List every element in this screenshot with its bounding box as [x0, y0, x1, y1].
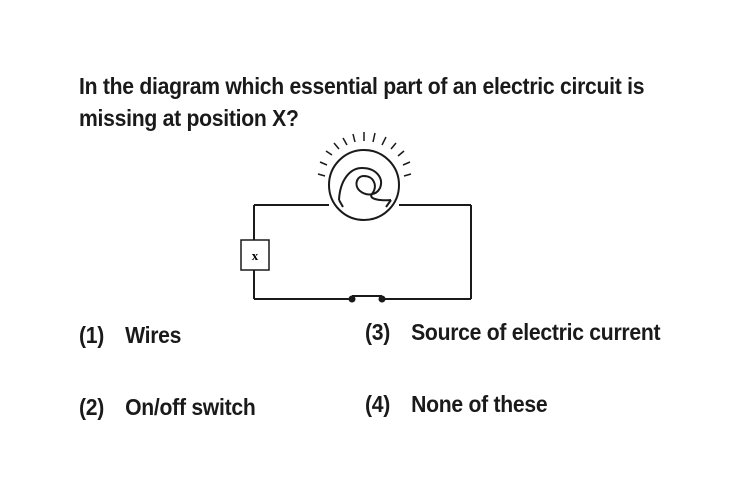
light-rays	[317, 132, 412, 177]
option-4-text: None of these	[411, 391, 548, 417]
option-1[interactable]: (1) Wires	[79, 322, 181, 349]
bulb	[328, 149, 400, 221]
question-line-2: missing at position X?	[79, 105, 299, 131]
option-1-number: (1)	[79, 322, 105, 348]
bulb-filament	[338, 166, 392, 202]
switch-terminal-left	[348, 295, 356, 303]
question-text: In the diagram which essential part of a…	[79, 70, 668, 134]
box-x-frame	[240, 239, 270, 271]
option-4-number: (4)	[365, 391, 391, 417]
option-3-number: (3)	[365, 319, 391, 345]
switch	[348, 295, 386, 303]
box-x: x	[240, 239, 270, 271]
bulb-base	[338, 199, 392, 208]
option-1-text: Wires	[125, 322, 182, 348]
bulb-glass	[328, 149, 400, 221]
option-2-number: (2)	[79, 394, 105, 420]
option-3-text: Source of electric current	[411, 319, 661, 345]
box-x-label: x	[252, 248, 259, 263]
option-2[interactable]: (2) On/off switch	[79, 394, 256, 421]
option-4[interactable]: (4) None of these	[365, 391, 548, 418]
option-2-text: On/off switch	[125, 394, 256, 420]
circuit-wires	[253, 204, 472, 300]
option-3[interactable]: (3) Source of electric current	[365, 319, 661, 346]
question-line-1: In the diagram which essential part of a…	[79, 73, 645, 99]
switch-terminal-right	[378, 295, 386, 303]
